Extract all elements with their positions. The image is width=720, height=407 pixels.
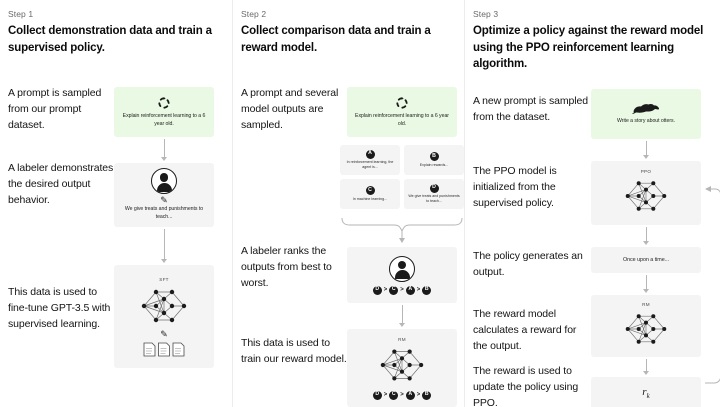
token-b: B bbox=[429, 152, 439, 162]
token-a: A bbox=[365, 149, 375, 159]
step-3-rm-box: RM bbox=[591, 295, 701, 357]
step-2-column: Step 2 Collect comparison data and train… bbox=[232, 0, 464, 407]
step-2-title: Collect comparison data and train a rewa… bbox=[241, 25, 431, 54]
step-2-desc-1: A prompt and several model outputs are s… bbox=[241, 87, 339, 131]
step-2-label: Step 2 bbox=[241, 9, 267, 19]
rm-tag: RM bbox=[398, 336, 406, 342]
step-2-prompt-box: Explain reinforcement learning to a 6 ye… bbox=[347, 87, 457, 137]
rank-token-3: A bbox=[405, 285, 415, 295]
pencil-icon: ✎ bbox=[160, 328, 168, 339]
step-3-desc-3: The policy generates an output. bbox=[473, 250, 583, 278]
step-1-sft-box: SFT bbox=[114, 265, 214, 368]
arrow-ranking-to-rm bbox=[397, 305, 407, 327]
token-c: C bbox=[365, 186, 375, 196]
step-3-column: Step 3 Optimize a policy against the rew… bbox=[464, 0, 720, 407]
step-3-desc-4: The reward model calculates a reward for… bbox=[473, 308, 577, 352]
token-d: D bbox=[429, 183, 439, 193]
arrow-labeler-to-sft bbox=[159, 229, 169, 263]
sample-cell-c: C In machine learning... bbox=[340, 179, 400, 209]
step-3-reward-box: rk bbox=[591, 377, 701, 407]
person-avatar-icon bbox=[151, 168, 177, 195]
rank-token-4: B bbox=[422, 285, 432, 295]
ranking-row: D > C > A > B bbox=[372, 285, 432, 295]
reward-formula: rk bbox=[642, 385, 650, 401]
step-3-prompt-box: Write a story about otters. bbox=[591, 89, 701, 139]
rank-token-2: C bbox=[389, 285, 399, 295]
step-3-desc-1: A new prompt is sampled from the dataset… bbox=[473, 95, 589, 123]
feedback-loop-arrow bbox=[701, 177, 720, 393]
rank-separator: > bbox=[400, 287, 404, 293]
step-3-label: Step 3 bbox=[473, 9, 499, 19]
rm-rank-token-1: D bbox=[372, 390, 382, 400]
step-1-title: Collect demonstration data and train a s… bbox=[8, 25, 212, 54]
arrow-output-to-rm bbox=[641, 275, 651, 293]
arrow-rm-to-reward bbox=[641, 359, 651, 375]
documents-icon bbox=[142, 342, 186, 357]
step-1-prompt-text: Explain reinforcement learning to a 6 ye… bbox=[122, 112, 206, 127]
sample-text-d: We give treats and punishments to teach.… bbox=[408, 194, 460, 204]
arrow-prompt-to-labeler bbox=[159, 139, 169, 161]
pencil-icon: ✎ bbox=[160, 195, 168, 206]
step-2-sample-grid: A In reinforcement learning, the agent i… bbox=[340, 145, 464, 209]
neural-network-icon bbox=[621, 308, 671, 350]
step-3-output-box: Once upon a time... bbox=[591, 247, 701, 273]
neural-network-icon bbox=[138, 283, 190, 329]
step-3-output-text: Once upon a time... bbox=[622, 257, 670, 263]
rm-tag: RM bbox=[642, 302, 650, 307]
step-2-prompt-text: Explain reinforcement learning to a 6 ye… bbox=[355, 112, 449, 127]
arrow-prompt-to-ppo bbox=[641, 141, 651, 159]
rm-rank-token-2: C bbox=[389, 390, 399, 400]
step-2-reward-model-box: RM bbox=[347, 329, 457, 407]
rm-rank-token-3: A bbox=[405, 390, 415, 400]
otter-icon bbox=[631, 102, 661, 115]
step-3-desc-5: The reward is used to update the policy … bbox=[473, 365, 579, 407]
step-2-desc-2: A labeler ranks the outputs from best to… bbox=[241, 245, 332, 289]
sample-cell-a: A In reinforcement learning, the agent i… bbox=[340, 145, 400, 175]
neural-network-icon bbox=[376, 343, 428, 387]
sample-text-b: Explain rewards... bbox=[419, 162, 449, 167]
step-1-labeler-box: ✎ We give treats and punishments to teac… bbox=[114, 163, 214, 227]
refresh-circle-icon bbox=[395, 96, 409, 110]
arrow-ppo-to-output bbox=[641, 227, 651, 245]
step-1-desc-2: A labeler demonstrates the desired outpu… bbox=[8, 162, 114, 206]
rm-rank-token-4: B bbox=[422, 390, 432, 400]
step-3-desc-2: The PPO model is initialized from the su… bbox=[473, 165, 557, 209]
step-3-ppo-box: PPO bbox=[591, 161, 701, 225]
sample-text-a: In reinforcement learning, the agent is.… bbox=[346, 160, 394, 170]
step-1-desc-1: A prompt is sampled from our prompt data… bbox=[8, 87, 102, 131]
step-1-labeler-text: We give treats and punishments to teach.… bbox=[124, 206, 204, 220]
rank-separator: > bbox=[383, 392, 388, 398]
step-3-prompt-text: Write a story about otters. bbox=[617, 118, 675, 125]
sample-cell-b: B Explain rewards... bbox=[404, 145, 464, 175]
step-1-desc-3: This data is used to fine-tune GPT-3.5 w… bbox=[8, 286, 111, 330]
rm-ranking-row: D > C > A > B bbox=[372, 390, 432, 400]
sample-text-c: In machine learning... bbox=[352, 196, 388, 201]
rank-separator: > bbox=[416, 287, 421, 293]
rank-separator: > bbox=[400, 392, 404, 398]
step-2-ranking-box: D > C > A > B bbox=[347, 247, 457, 303]
step-1-label: Step 1 bbox=[8, 9, 34, 19]
step-1-prompt-box: Explain reinforcement learning to a 6 ye… bbox=[114, 87, 214, 137]
ppo-tag: PPO bbox=[640, 169, 652, 174]
sample-cell-d: D We give treats and punishments to teac… bbox=[404, 179, 464, 209]
converging-brace bbox=[340, 217, 464, 245]
rank-separator: > bbox=[416, 392, 421, 398]
refresh-circle-icon bbox=[157, 96, 171, 110]
person-avatar-icon bbox=[389, 255, 415, 282]
rank-separator: > bbox=[383, 287, 388, 293]
step-2-desc-3: This data is used to train our reward mo… bbox=[241, 337, 347, 365]
sft-tag: SFT bbox=[159, 276, 169, 282]
rank-token-1: D bbox=[372, 285, 382, 295]
step-1-column: Step 1 Collect demonstration data and tr… bbox=[0, 0, 232, 407]
neural-network-icon bbox=[621, 175, 671, 217]
step-3-title: Optimize a policy against the reward mod… bbox=[473, 25, 704, 71]
